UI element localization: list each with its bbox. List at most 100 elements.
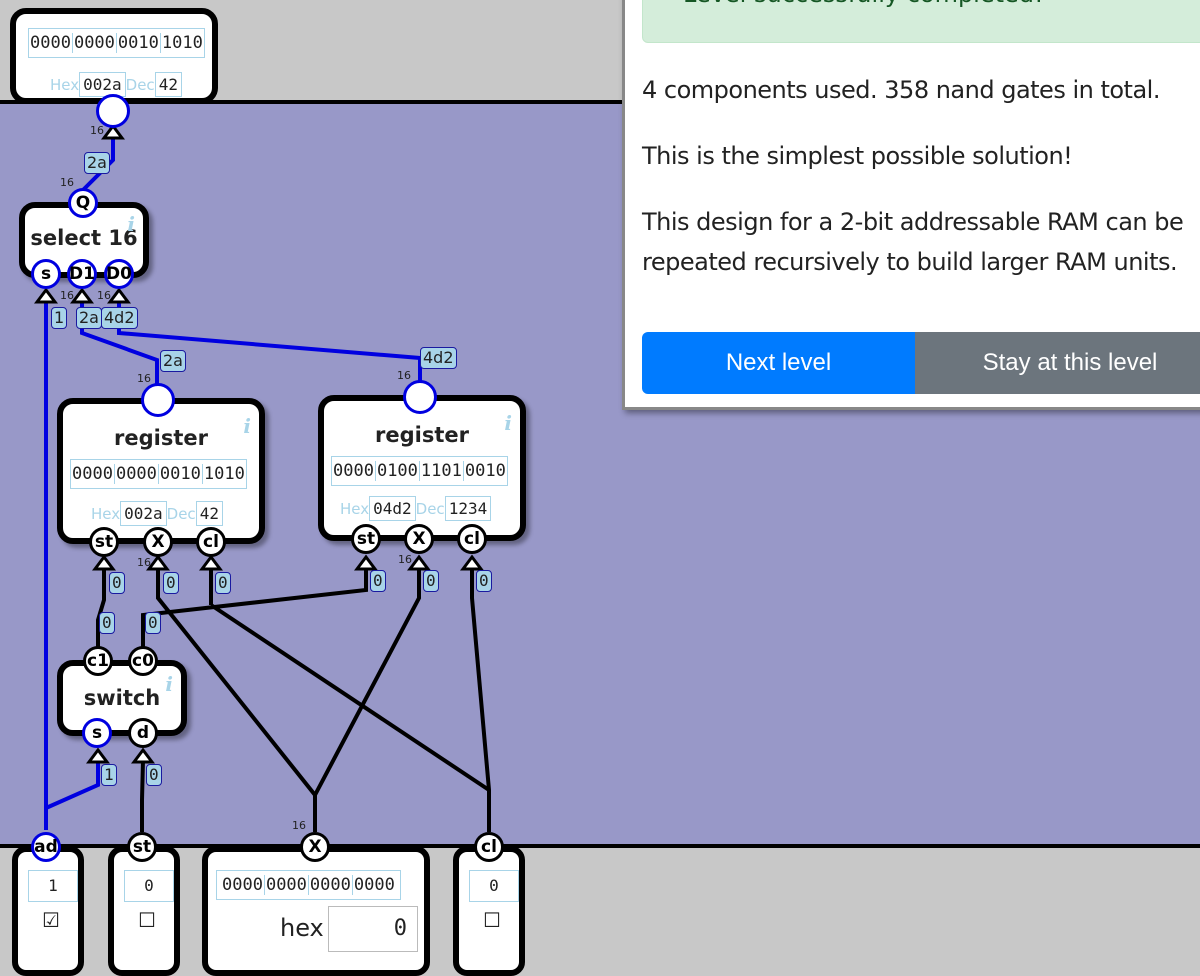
wire-value-tag: 0 [370,570,386,592]
info-icon[interactable]: i [504,411,512,435]
input-ad-checkbox[interactable]: ☑ [42,908,60,932]
pin-q[interactable]: Q [68,188,98,218]
register-a-pin-cl[interactable]: cl [196,527,226,557]
hex-label: Hex [50,75,80,94]
input-st[interactable]: 0 ☐ [108,846,180,976]
bit-group: 1101 [420,461,464,481]
wire-value-tag: 4d2 [420,347,457,369]
pin-d1[interactable]: D1 [67,259,97,289]
pin-d0[interactable]: D0 [104,259,134,289]
switch-pin-c0[interactable]: c0 [128,646,158,676]
bit-group[interactable]: 0000 [309,875,353,895]
hex-value: 002a [120,501,167,526]
input-ad[interactable]: 1 ☑ [12,846,84,976]
bit-group: 0000 [73,33,117,53]
level-complete-dialog: Level successfully completed! 4 componen… [622,0,1200,410]
input-st-value[interactable]: 0 [124,870,174,902]
wire-value-tag: 0 [215,572,231,594]
pin-cl[interactable]: cl [474,832,504,862]
bus-width-label: 16 [90,124,104,137]
bit-group: 0010 [117,33,161,53]
stay-at-level-button[interactable]: Stay at this level [915,332,1200,394]
register-a-pin-st[interactable]: st [89,527,119,557]
bit-group: 0010 [464,461,506,481]
wire-value-tag: 2a [76,307,102,329]
input-cl[interactable]: 0 ☐ [453,846,525,976]
hex-input[interactable]: 0 [328,906,418,952]
register-a-pin-x[interactable]: X [143,527,173,557]
success-alert: Level successfully completed! [642,0,1200,43]
switch-pin-s[interactable]: s [82,718,112,748]
bit-group: 0000 [30,33,73,53]
switch-pin-d[interactable]: d [128,718,158,748]
wire-value-tag: 0 [109,572,125,594]
component-title: register [114,426,208,450]
bus-width-label: 16 [137,556,151,569]
component-title: switch [83,686,161,710]
output-pin[interactable] [96,94,130,128]
hex-value: 002a [79,72,126,97]
wire-value-tag: 0 [476,570,492,592]
info-icon[interactable]: i [243,414,251,438]
bit-group[interactable]: 0000 [353,875,395,895]
register-b-pin-st[interactable]: st [351,524,381,554]
hex-label: Hex [91,504,121,523]
wire-value-tag: 0 [423,570,439,592]
switch-pin-c1[interactable]: c1 [83,646,113,676]
bit-group: 1010 [203,464,245,484]
input-ad-value[interactable]: 1 [28,870,78,902]
simplest-text: This is the simplest possible solution! [642,142,1073,170]
info-icon[interactable]: i [127,212,135,236]
wire-value-tag: 0 [145,612,161,634]
bit-group[interactable]: 0000 [265,875,309,895]
switch-component[interactable]: switch i [57,660,187,736]
input-cl-checkbox[interactable]: ☐ [483,908,501,932]
wire-value-tag: 2a [84,152,110,174]
bus-width-label: 16 [60,289,74,302]
bus-width-label: 16 [137,372,151,385]
component-title: register [375,423,469,447]
wire-value-tag: 0 [163,572,179,594]
pin-x[interactable]: X [300,832,330,862]
wire-value-tag: 0 [146,764,162,786]
input-st-checkbox[interactable]: ☐ [138,908,156,932]
wire-value-tag: 0 [99,612,115,634]
bus-width-label: 16 [292,819,306,832]
dec-value: 42 [195,501,223,526]
bit-group: 0010 [159,464,203,484]
note-line-1: This design for a 2-bit addressable RAM … [642,208,1184,236]
bus-width-label: 16 [397,369,411,382]
info-icon[interactable]: i [165,672,173,696]
wire-value-tag: 2a [160,350,186,372]
input-cl-value[interactable]: 0 [469,870,519,902]
register-b-pin-cl[interactable]: cl [457,524,487,554]
bit-group: 0000 [72,464,115,484]
pin-st[interactable]: st [127,832,157,862]
pin-s[interactable]: s [31,259,61,289]
stats-text: 4 components used. 358 nand gates in tot… [642,76,1160,104]
register-b-pin-x[interactable]: X [404,524,434,554]
success-alert-text: Level successfully completed! [683,0,1044,8]
wire-value-tag: 1 [101,764,117,786]
hex-label: Hex [340,499,370,518]
bus-width-label: 16 [60,176,74,189]
component-title: select 16 [30,226,138,250]
hex-label: hex [280,914,324,942]
dec-label: Dec [166,504,196,523]
register-a-output-pin[interactable] [141,383,175,417]
next-level-button[interactable]: Next level [642,332,915,394]
dec-label: Dec [415,499,445,518]
register-b-output-pin[interactable] [403,380,437,414]
bit-group[interactable]: 0000 [222,875,265,895]
dec-value: 1234 [444,496,492,521]
bit-group: 0000 [333,461,376,481]
wire-value-tag: 1 [51,307,68,329]
pin-ad[interactable]: ad [31,832,61,862]
